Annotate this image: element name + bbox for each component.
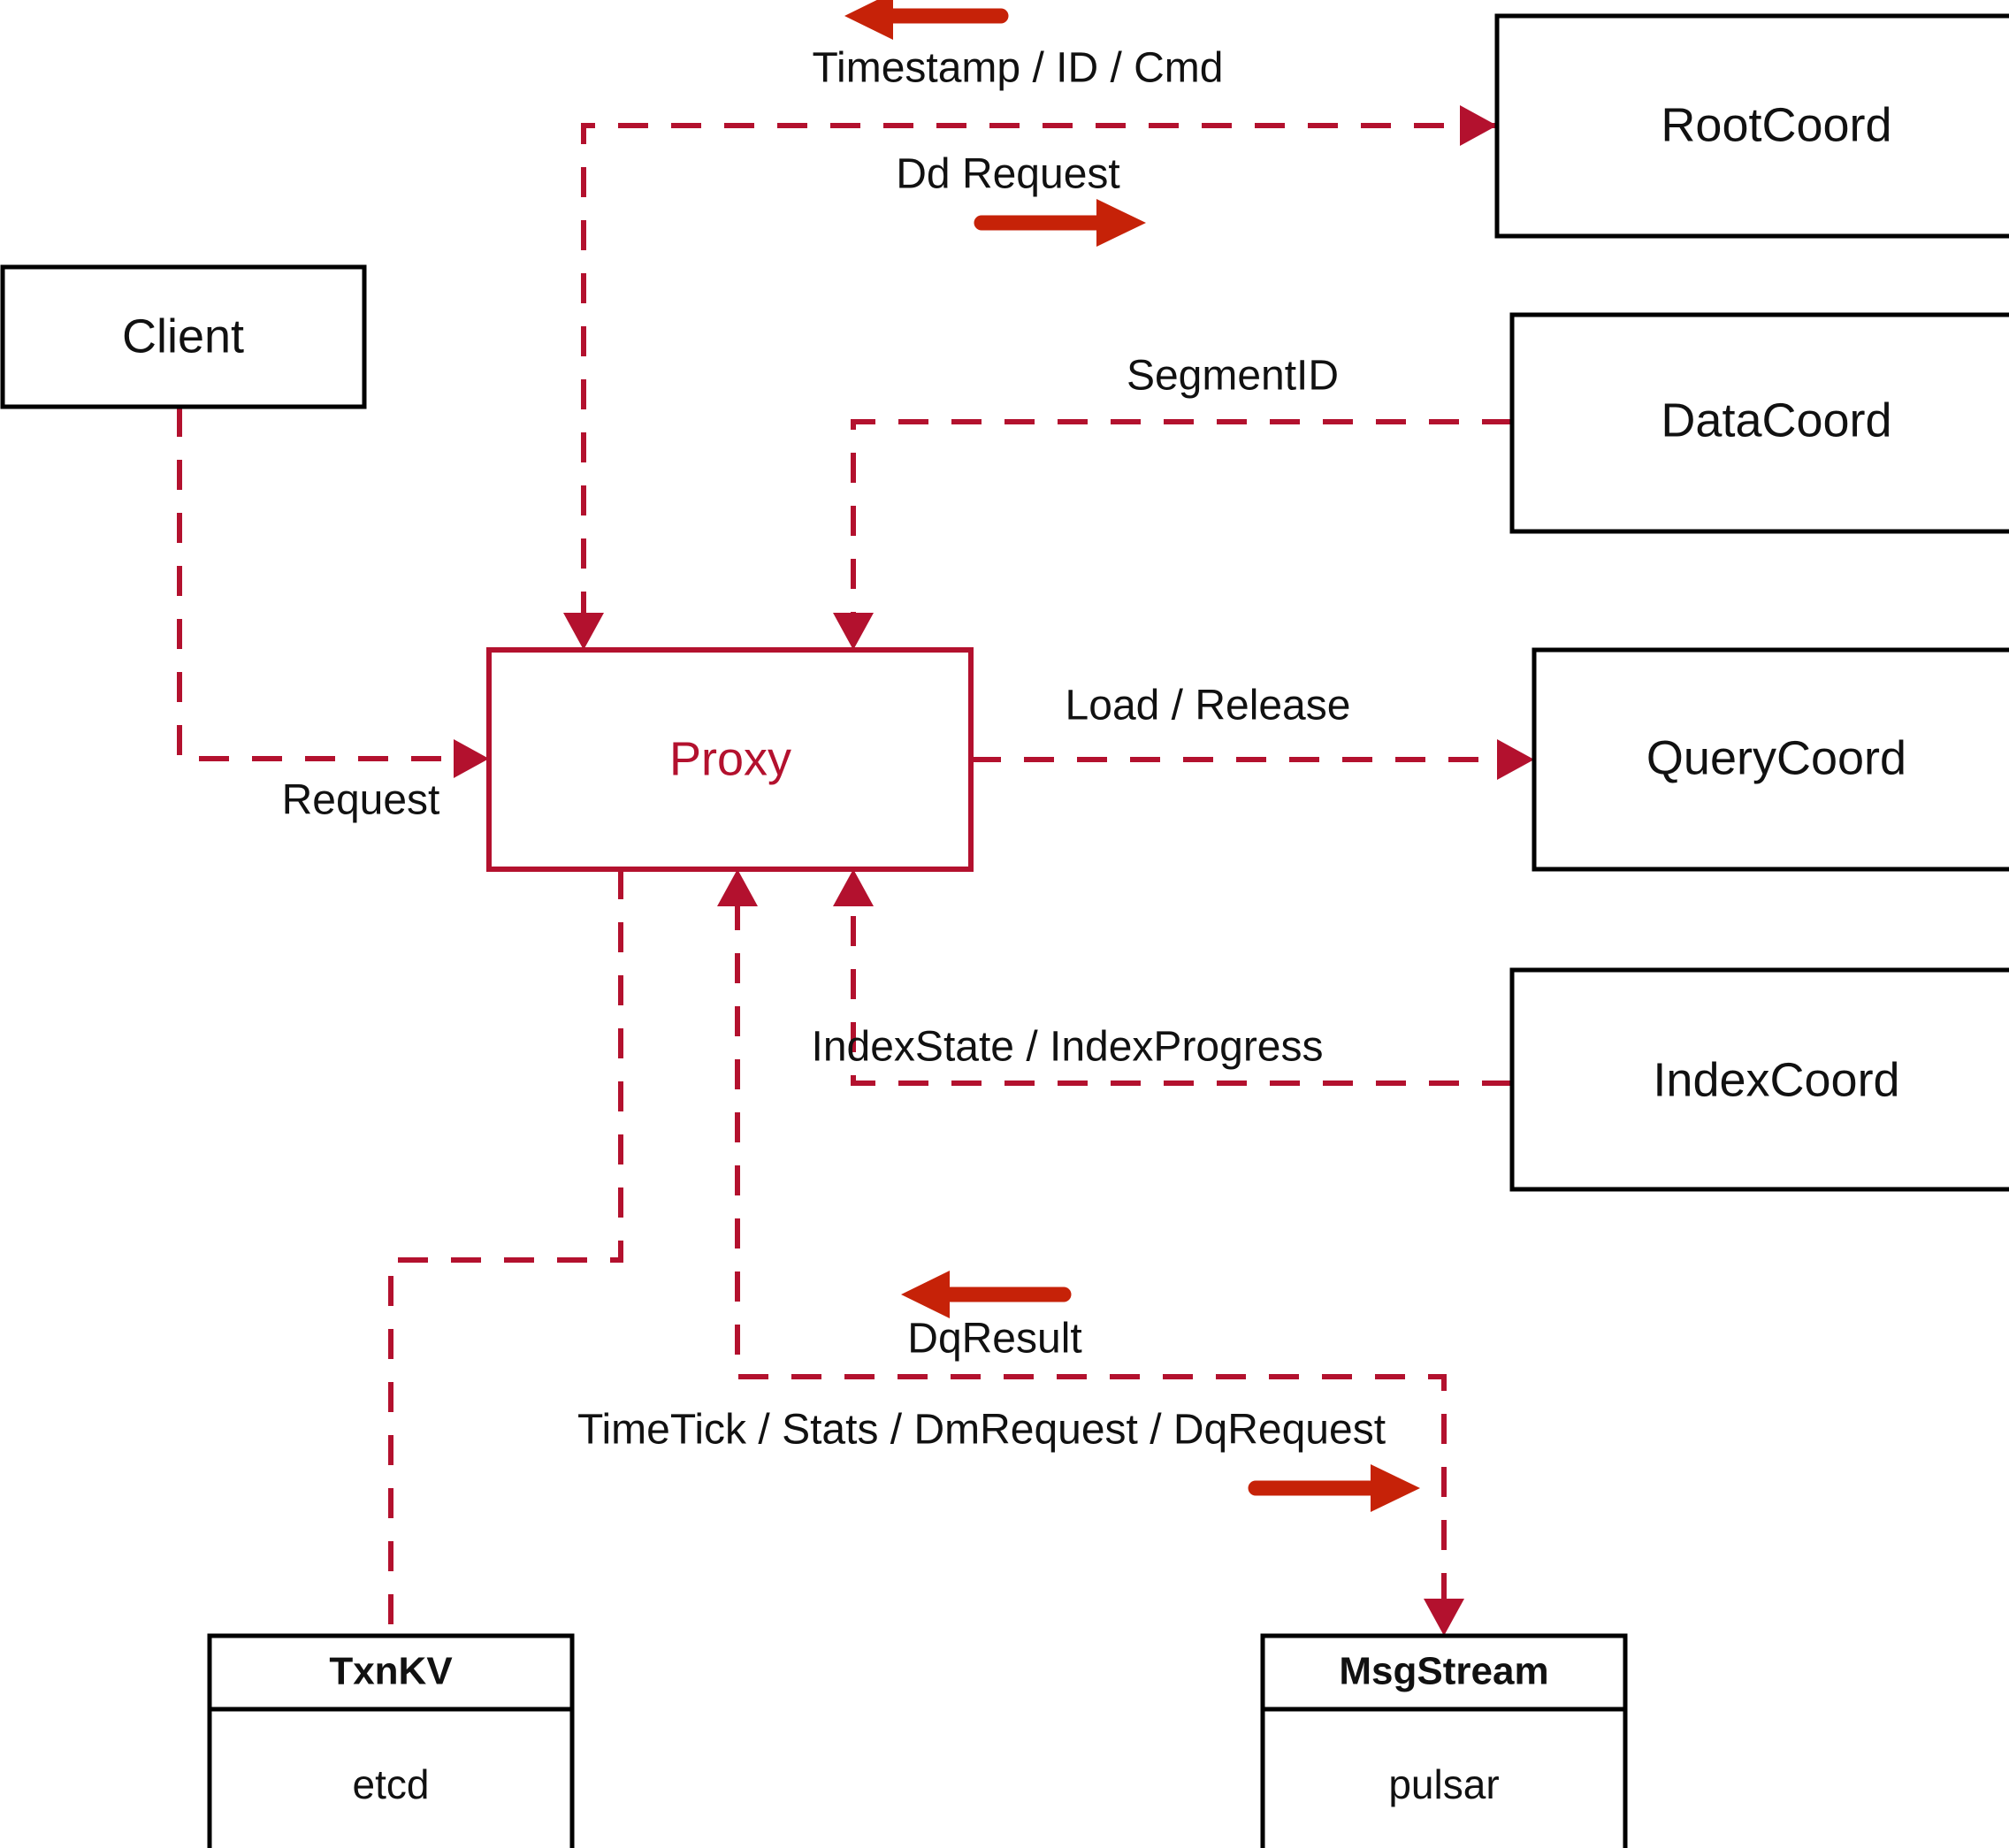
node-msgstream-sublabel: pulsar	[1388, 1761, 1499, 1807]
edge-label-index-state: IndexState / IndexProgress	[812, 1024, 1324, 1071]
direction-arrow-dd-request-icon	[974, 199, 1146, 247]
node-txnkv-label: TxnKV	[329, 1650, 453, 1693]
flow-lines	[177, 105, 1534, 1636]
edge-labels: Timestamp / ID / Cmd Dd Request SegmentI…	[282, 45, 1386, 1454]
node-msgstream[interactable]: MsgStream pulsar	[1260, 1633, 1628, 1848]
node-datacoord[interactable]: DataCoord	[1509, 312, 2009, 534]
edge-label-timestamp-id-cmd: Timestamp / ID / Cmd	[813, 45, 1224, 92]
arrowhead-datacoord-into-proxy	[833, 613, 874, 650]
node-querycoord[interactable]: QueryCoord	[1532, 647, 2009, 872]
edge-label-request: Request	[282, 777, 440, 824]
flow-client-to-proxy	[177, 407, 469, 761]
node-msgstream-label: MsgStream	[1339, 1650, 1548, 1693]
arrowhead-rootcoord-into-proxy	[563, 613, 604, 650]
node-client[interactable]: Client	[0, 264, 367, 409]
node-querycoord-label: QueryCoord	[1646, 731, 1906, 784]
node-indexcoord[interactable]: IndexCoord	[1509, 967, 2009, 1192]
direction-arrow-dqresult-icon	[901, 1271, 1072, 1318]
node-datacoord-label: DataCoord	[1661, 393, 1891, 447]
flow-proxy-to-txnkv	[388, 869, 623, 1636]
node-indexcoord-label: IndexCoord	[1653, 1053, 1899, 1106]
edge-label-dd-request: Dd Request	[896, 151, 1119, 198]
direction-arrow-timetick-icon	[1248, 1464, 1420, 1512]
direction-indicators	[844, 0, 1420, 1512]
arrowhead-indexcoord-into-proxy	[833, 869, 874, 906]
direction-arrow-timestamp-icon	[844, 0, 1009, 40]
flow-indexcoord-to-proxy	[851, 900, 1512, 1086]
arrowhead-to-querycoord	[1497, 739, 1534, 780]
flow-rootcoord-to-proxy	[581, 123, 1497, 619]
arrowhead-request-to-proxy	[454, 739, 489, 778]
edge-label-timetick-stats: TimeTick / Stats / DmRequest / DqRequest	[577, 1407, 1386, 1454]
edge-label-segment-id: SegmentID	[1127, 353, 1339, 400]
node-txnkv[interactable]: TxnKV etcd	[207, 1633, 575, 1848]
node-proxy-label: Proxy	[669, 732, 791, 785]
arrowhead-to-msgstream	[1424, 1599, 1464, 1636]
arrowhead-to-rootcoord	[1460, 105, 1497, 146]
flow-datacoord-to-proxy	[851, 419, 1512, 619]
flow-proxy-to-msgstream	[735, 900, 1447, 1605]
edge-label-load-release: Load / Release	[1066, 683, 1351, 729]
node-proxy[interactable]: Proxy	[486, 647, 974, 872]
node-client-label: Client	[122, 309, 244, 363]
node-txnkv-sublabel: etcd	[353, 1761, 430, 1807]
arrowhead-dqresult-into-proxy	[717, 869, 758, 906]
node-rootcoord[interactable]: RootCoord	[1494, 13, 2009, 239]
node-rootcoord-label: RootCoord	[1661, 98, 1891, 151]
edge-label-dq-result: DqResult	[907, 1316, 1081, 1363]
